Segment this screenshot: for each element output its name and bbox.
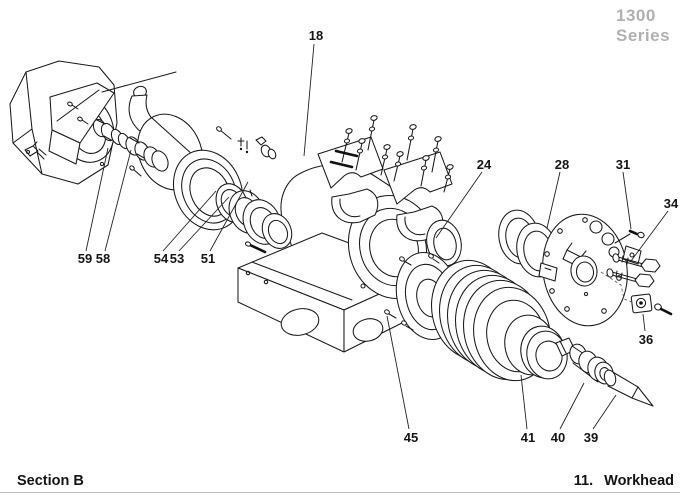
section-label: Section B <box>17 473 84 489</box>
callout-51: 51 <box>201 251 215 266</box>
callout-18: 18 <box>309 28 323 43</box>
clamp-bolts <box>606 245 661 288</box>
leader-lines <box>85 43 669 430</box>
callout-28: 28 <box>555 157 569 172</box>
series-line2: Series <box>616 26 671 45</box>
small-bolts <box>129 126 232 177</box>
faceplate-disc <box>538 213 628 327</box>
callout-41: 41 <box>521 430 535 445</box>
tee-nut <box>630 293 673 316</box>
clamp-screws <box>329 115 454 193</box>
drive-connector <box>555 337 614 385</box>
callout-39: 39 <box>584 430 598 445</box>
grease-nipple <box>237 136 277 160</box>
callout-36: 36 <box>639 332 653 347</box>
footer-rule <box>0 492 680 493</box>
item-number: 11. <box>573 473 594 489</box>
callout-34: 34 <box>664 196 679 211</box>
pulley <box>430 259 568 382</box>
grub-screw <box>614 229 645 244</box>
series-badge: 1300 Series <box>616 6 670 46</box>
callout-labels: 18 59 58 54 53 51 24 28 31 34 36 45 41 4… <box>78 28 679 445</box>
callout-45: 45 <box>404 430 418 445</box>
item-title: Workhead <box>604 473 674 489</box>
clamp-plates <box>317 136 453 205</box>
construction-dashes <box>600 271 635 304</box>
shaft-nut-stack <box>92 118 169 172</box>
callout-40: 40 <box>551 430 565 445</box>
callout-54: 54 <box>154 251 169 266</box>
series-line1: 1300 <box>616 6 656 25</box>
callout-59: 59 <box>78 251 92 266</box>
page-title: 11. Workhead <box>574 473 674 489</box>
callout-58: 58 <box>96 251 110 266</box>
bearing-rings <box>215 183 293 249</box>
callout-53: 53 <box>170 251 184 266</box>
callout-31: 31 <box>616 157 630 172</box>
dead-centre <box>603 369 654 407</box>
clip-screw <box>24 141 47 160</box>
guard-bracket <box>48 82 115 165</box>
callout-24: 24 <box>477 157 492 172</box>
spindle-bearing <box>426 219 462 267</box>
